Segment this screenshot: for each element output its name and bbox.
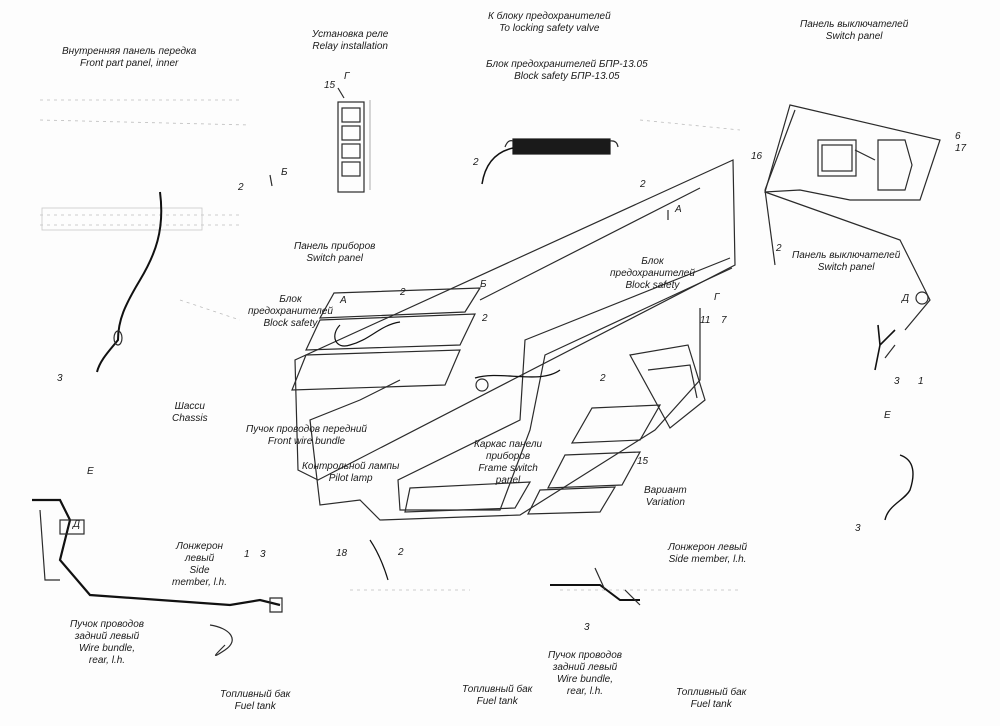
arrow-b xyxy=(269,174,273,187)
callout-b-small: Б xyxy=(281,167,288,178)
center-connector xyxy=(475,378,489,392)
callout-11: 11 xyxy=(700,315,711,326)
switch-panel-assembly xyxy=(764,104,941,331)
circle-d xyxy=(915,291,929,305)
callout-g-relay: Г xyxy=(344,71,350,82)
callout-g-panel: Г xyxy=(714,292,720,303)
callout-3-bottom: 3 xyxy=(260,549,266,560)
callout-2-center: 2 xyxy=(600,373,606,384)
callout-7: 7 xyxy=(721,315,727,326)
callout-e-right: Е xyxy=(884,410,891,421)
callout-2-left: 2 xyxy=(400,287,406,298)
wire-18 xyxy=(369,539,389,581)
callout-2-a: 2 xyxy=(238,182,244,193)
callout-2-bottom: 2 xyxy=(398,547,404,558)
callout-b-left: Б xyxy=(480,279,487,290)
d-detail-wire xyxy=(874,324,896,371)
callout-18: 18 xyxy=(336,548,348,559)
center-wire xyxy=(474,369,561,379)
callout-2-mid: 2 xyxy=(640,179,646,190)
left-fuse-panels xyxy=(291,287,482,391)
rear-bundle-left xyxy=(32,498,283,657)
e-detail-wire xyxy=(884,454,914,521)
callout-a-arrow: А xyxy=(675,204,682,215)
callout-e-left: Е xyxy=(87,466,94,477)
wire-connector xyxy=(113,330,123,346)
callout-6: 6 xyxy=(955,131,961,142)
left-block-wire xyxy=(334,321,401,347)
callout-2-switch: 2 xyxy=(776,243,782,254)
callout-d-left: Д xyxy=(73,519,81,530)
lower-bracket xyxy=(309,308,701,521)
instrument-panel-outline xyxy=(294,159,736,481)
callout-3-center-bottom: 3 xyxy=(584,622,590,633)
callout-15-relay: 15 xyxy=(324,80,336,91)
relay-block xyxy=(337,100,371,193)
callout-15-panel: 15 xyxy=(637,456,649,467)
callout-3-far-right: 3 xyxy=(855,523,861,534)
callout-3-right: 3 xyxy=(894,376,900,387)
callout-d-circle: Д xyxy=(902,293,910,304)
callout-a-left: А xyxy=(340,295,347,306)
callout-3-left: 3 xyxy=(57,373,63,384)
ghost-outlines xyxy=(39,99,741,591)
arrow-relay xyxy=(337,87,345,99)
callout-1-bottom: 1 xyxy=(244,549,250,560)
callout-2-panel: 2 xyxy=(482,313,488,324)
small-panel xyxy=(629,344,706,429)
callout-1-right: 1 xyxy=(918,376,924,387)
callout-17: 17 xyxy=(955,143,967,154)
panel-diagonal xyxy=(479,187,701,301)
front-panel-ghost xyxy=(41,207,203,231)
chassis-wire xyxy=(96,191,163,373)
rear-bundle-right xyxy=(550,567,641,606)
callout-16: 16 xyxy=(751,151,763,162)
fuse-block-bpr xyxy=(481,138,619,185)
callout-2-fuse: 2 xyxy=(473,157,479,168)
